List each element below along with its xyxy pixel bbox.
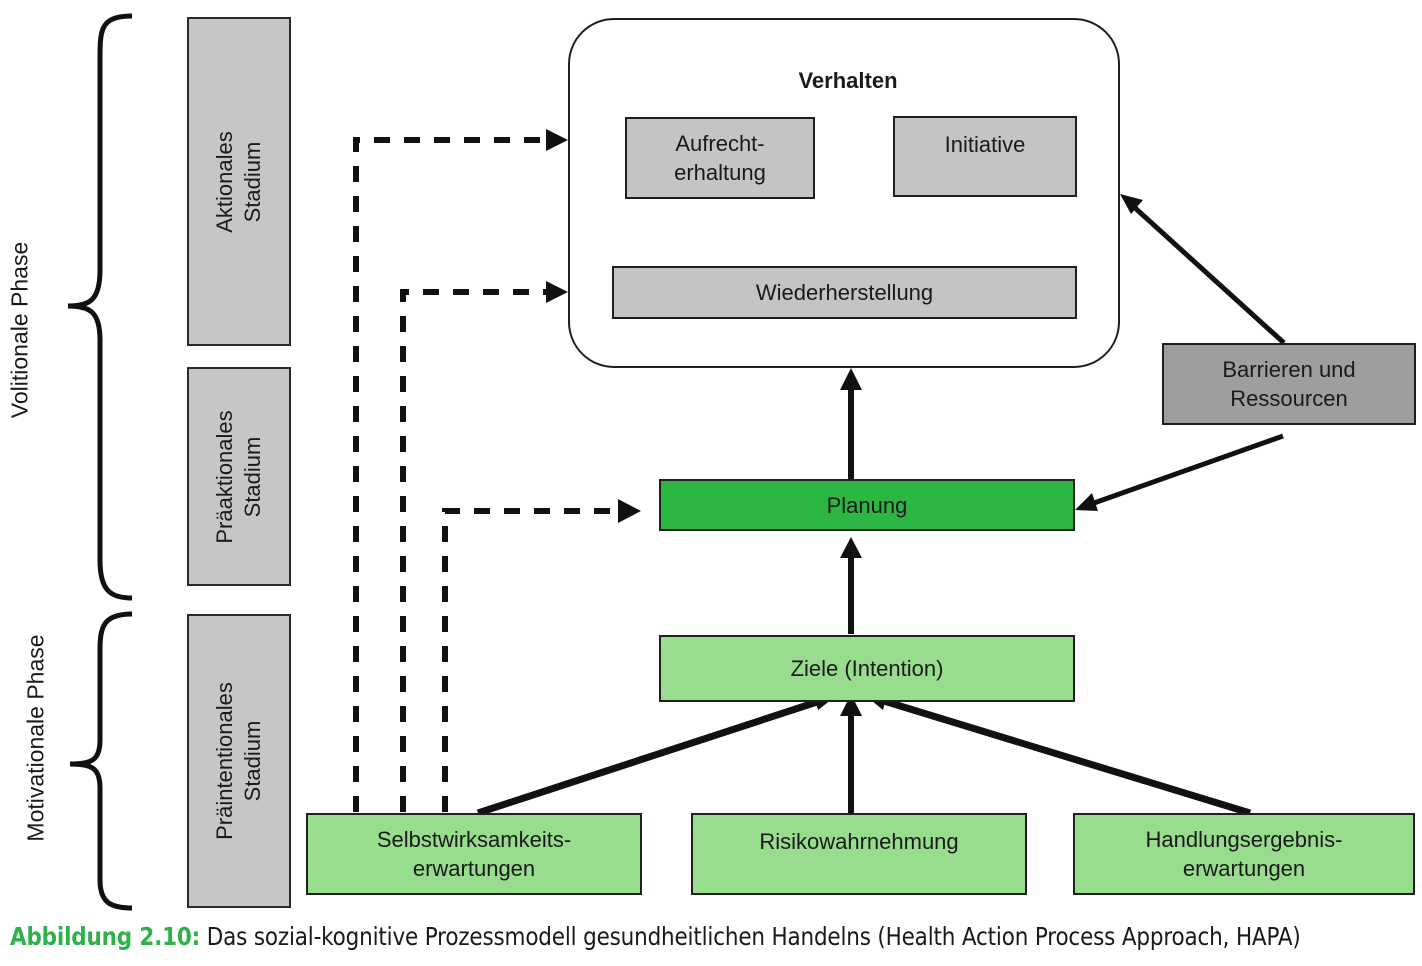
arrow-outcome-to-goals [882,697,1252,817]
maintenance-box: Aufrecht- erhaltung [625,117,815,199]
initiative-box: Initiative [893,116,1077,197]
risk-perception-box: Risikowahrnehmung [691,813,1027,895]
arrowhead-to-behavior [840,368,862,390]
motivational-brace [69,611,133,911]
stage-preintentional-label: Präintentionales Stadium [212,682,265,840]
arrow-barriers-to-behavior [1132,205,1286,345]
arrow-barriers-to-planning [1093,433,1284,506]
arrowhead-risk-goals [840,694,862,716]
behavior-title: Verhalten [798,68,898,93]
figure-caption-text: Das sozial-kognitive Prozessmodell gesun… [200,922,1301,951]
figure-caption: Abbildung 2.10: Das sozial-kognitive Pro… [10,922,1301,951]
stage-preactional-label: Präaktionales Stadium [212,409,265,544]
planning-box: Planung [659,479,1075,531]
phase-label-motivational: Motivationale Phase [22,634,49,842]
arrow-self-efficacy-to-goals [476,697,822,817]
goals-intention-box: Ziele (Intention) [659,635,1075,702]
self-efficacy-dashed-to-recovery [400,289,546,812]
dashed-arrowhead-planning [618,499,641,523]
outcome-expectancies-box: Handlungsergebnis- erwartungen [1073,813,1415,895]
volitional-brace [67,13,133,601]
arrowhead-barriers-planning [1075,493,1098,511]
arrowhead-to-planning [840,537,862,558]
stage-preintentional: Präintentionales Stadium [187,614,291,908]
barriers-resources-box: Barrieren und Ressourcen [1162,343,1416,425]
stage-actional: Aktionales Stadium [187,17,291,346]
figure-caption-label: Abbildung 2.10: [10,922,201,951]
self-efficacy-dashed-to-planning [442,508,618,812]
recovery-box: Wiederherstellung [612,266,1077,319]
dashed-arrowhead-top [546,129,568,151]
stage-actional-label: Aktionales Stadium [212,130,265,233]
self-efficacy-dashed-to-behavior [353,137,548,812]
arrowhead-barriers-behavior [1120,194,1143,214]
stage-preactional: Präaktionales Stadium [187,367,291,586]
self-efficacy-box: Selbstwirksamkeits- erwartungen [306,813,642,895]
phase-label-volitional: Volitionale Phase [6,241,33,419]
dashed-arrowhead-middle [546,281,568,303]
